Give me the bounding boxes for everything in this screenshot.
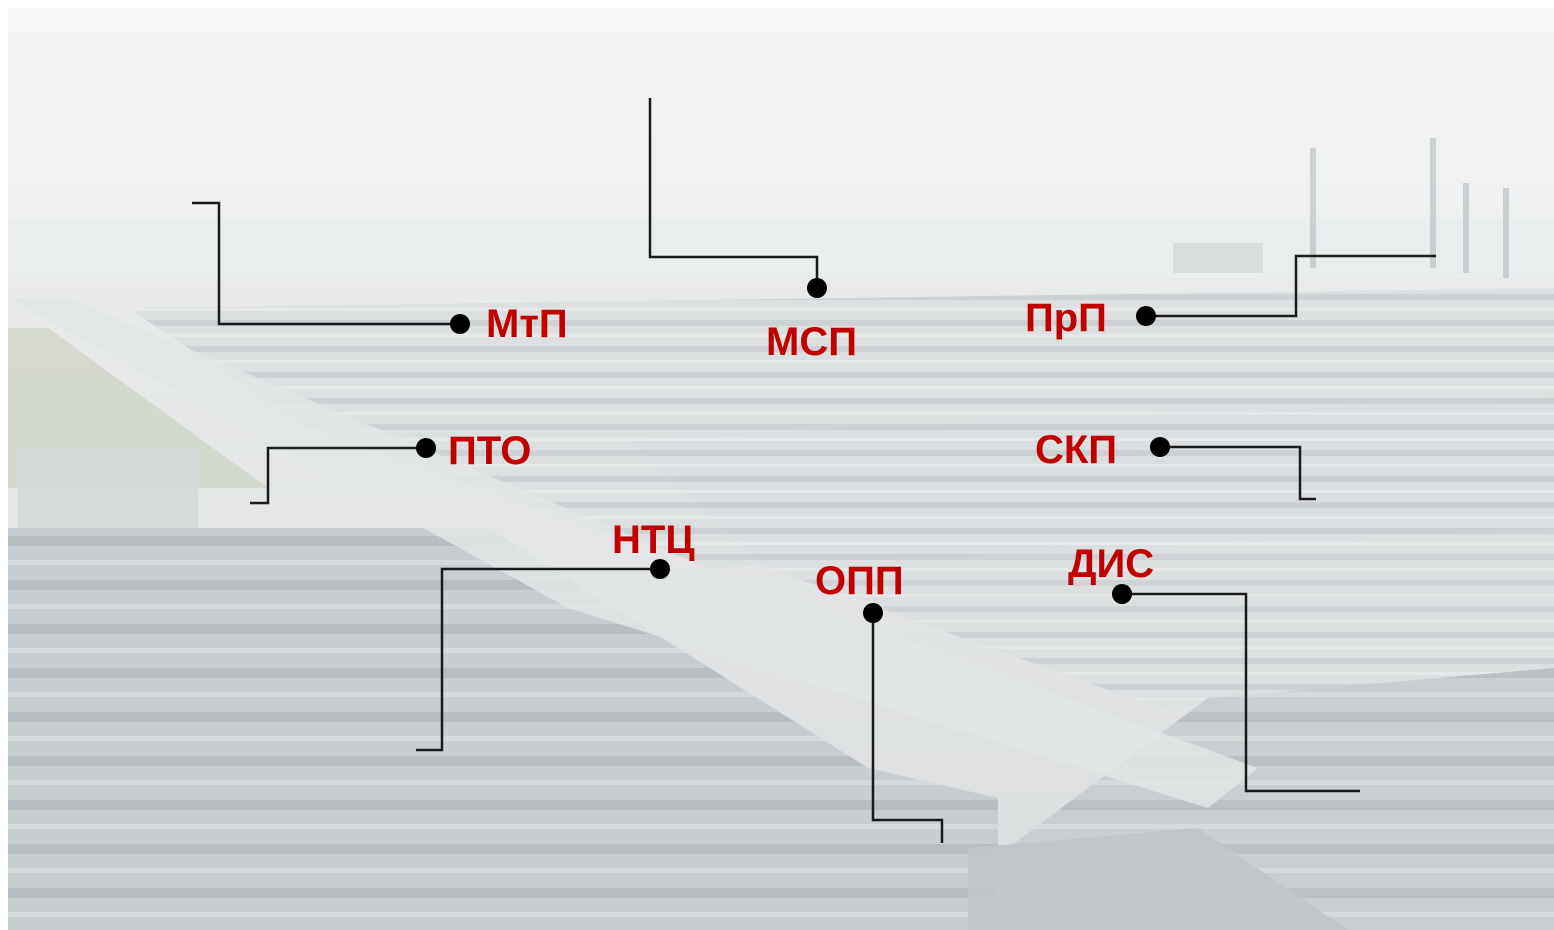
leader-line-msp (648, 98, 819, 288)
marker-dot-ntc (650, 559, 670, 579)
leader-line-ntc (416, 567, 660, 752)
avenue (8, 298, 1258, 808)
marker-dot-mtp (450, 314, 470, 334)
label-dis: ДИС (1068, 542, 1155, 586)
leader-line-pto (250, 446, 426, 505)
marker-dot-pto (416, 438, 436, 458)
sky (8, 8, 1554, 238)
marker-dot-skp (1150, 437, 1170, 457)
marker-dot-dis (1112, 584, 1132, 604)
label-msp: МСП (766, 320, 857, 364)
factory-aerial-photo (8, 8, 1554, 930)
marker-dot-prp (1136, 306, 1156, 326)
label-pto: ПТО (448, 429, 532, 473)
label-ntc: НТЦ (612, 518, 695, 562)
leader-line-skp (1160, 445, 1316, 501)
leader-line-dis (1122, 592, 1360, 793)
chimneys (1173, 138, 1509, 278)
leader-line-prp (1146, 254, 1436, 318)
leader-line-mtp (192, 201, 460, 326)
label-skp: СКП (1035, 428, 1118, 472)
label-prp: ПрП (1025, 296, 1107, 340)
near-left-building (8, 528, 998, 930)
marker-dot-opp (863, 603, 883, 623)
label-mtp: МтП (486, 302, 568, 346)
marker-dot-msp (807, 278, 827, 298)
leader-line-opp (871, 613, 944, 843)
label-opp: ОПП (815, 559, 904, 603)
